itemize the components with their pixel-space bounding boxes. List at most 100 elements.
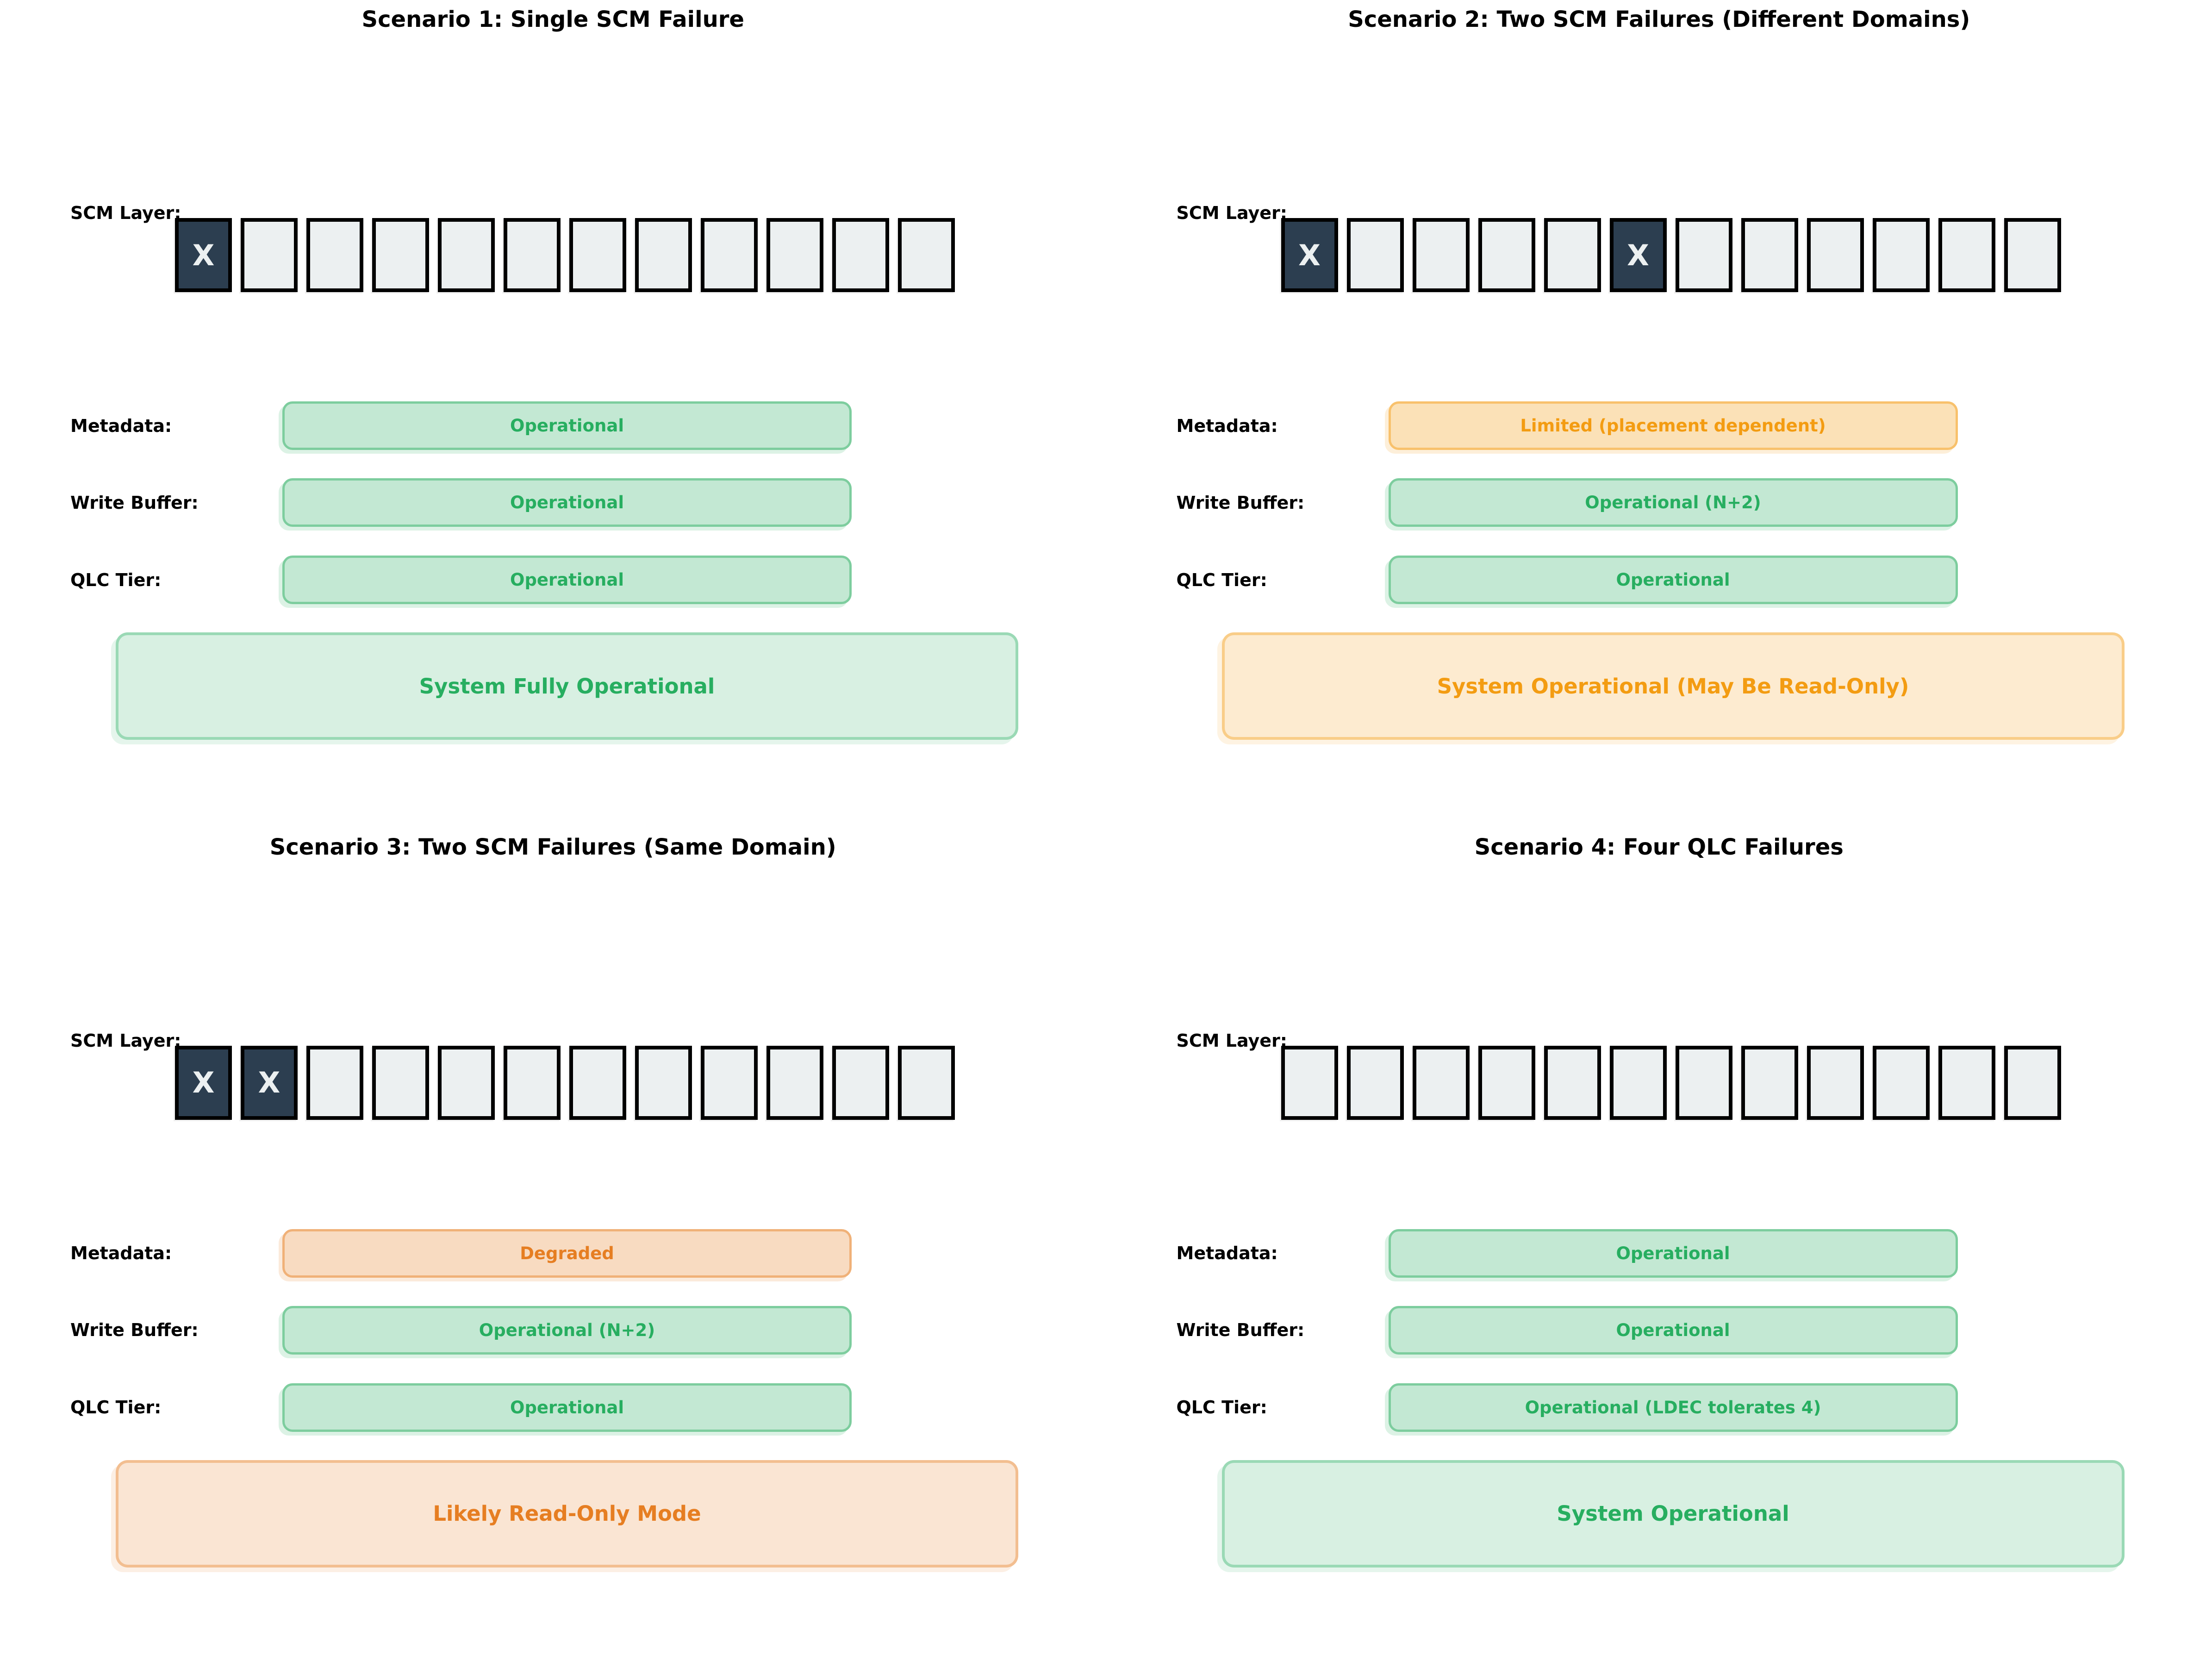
qlc-tier-row: QLC Tier: Operational: [1106, 556, 2212, 604]
metadata-label: Metadata:: [70, 415, 172, 436]
metadata-row: Metadata: Degraded: [0, 1229, 1106, 1278]
scm-device-failed-box: X: [1281, 218, 1338, 292]
write-buffer-label: Write Buffer:: [1176, 1320, 1305, 1340]
scm-device-box: [306, 1045, 363, 1120]
scm-device-box: [569, 1045, 626, 1120]
qlc-tier-status-text: Operational (LDEC tolerates 4): [1525, 1397, 1821, 1418]
scm-device-box: [1544, 218, 1601, 292]
qlc-tier-label: QLC Tier:: [70, 1397, 162, 1418]
scm-device-box: [372, 218, 429, 292]
scm-device-box: [1478, 218, 1535, 292]
system-summary-text: Likely Read-Only Mode: [433, 1501, 701, 1526]
scm-device-box: [701, 1045, 758, 1120]
qlc-tier-status-text: Operational: [510, 570, 624, 590]
metadata-label: Metadata:: [1176, 415, 1278, 436]
scm-device-box: [372, 1045, 429, 1120]
scm-device-failed-box: X: [175, 218, 232, 292]
scenario-2-title: Scenario 2: Two SCM Failures (Different …: [1348, 6, 1970, 32]
metadata-status-text: Limited (placement dependent): [1520, 416, 1826, 436]
scm-device-box: [832, 218, 889, 292]
scm-device-box: [241, 218, 298, 292]
scm-device-box: [306, 218, 363, 292]
system-summary-box: System Fully Operational: [116, 632, 1018, 740]
scenario-4-title: Scenario 4: Four QLC Failures: [1474, 834, 1844, 860]
scm-device-box: [2004, 1045, 2061, 1120]
scm-device-box: [766, 1045, 823, 1120]
scenario-1-title: Scenario 1: Single SCM Failure: [361, 6, 744, 32]
system-summary-box: Likely Read-Only Mode: [116, 1460, 1018, 1568]
system-summary-text: System Operational: [1557, 1501, 1789, 1526]
write-buffer-status-box: Operational (N+2): [282, 1305, 852, 1355]
scm-device-box: [1609, 1045, 1667, 1120]
write-buffer-row: Write Buffer: Operational: [1106, 1305, 2212, 1355]
scm-device-box: [898, 218, 955, 292]
scm-device-box: [701, 218, 758, 292]
write-buffer-status-text: Operational: [510, 493, 624, 512]
scm-device-box: [1807, 218, 1864, 292]
system-summary-box: System Operational: [1221, 1460, 2125, 1568]
qlc-tier-row: QLC Tier: Operational: [0, 1383, 1106, 1432]
write-buffer-label: Write Buffer:: [70, 1320, 199, 1340]
scm-device-box: [832, 1045, 889, 1120]
scm-device-box: [635, 218, 692, 292]
scm-device-box: [1872, 1045, 1930, 1120]
write-buffer-label: Write Buffer:: [1176, 492, 1305, 513]
scm-device-box: [766, 218, 823, 292]
qlc-tier-row: QLC Tier: Operational: [0, 556, 1106, 604]
qlc-tier-status-box: Operational (LDEC tolerates 4): [1388, 1383, 1958, 1432]
scm-device-box: [1938, 1045, 1995, 1120]
scm-device-box: [1741, 1045, 1798, 1120]
scm-device-box: [1938, 218, 1995, 292]
scm-device-box: [898, 1045, 955, 1120]
write-buffer-label: Write Buffer:: [70, 492, 199, 513]
metadata-status-text: Degraded: [520, 1243, 614, 1263]
qlc-tier-row: QLC Tier: Operational (LDEC tolerates 4): [1106, 1383, 2212, 1432]
scm-device-box: [438, 1045, 495, 1120]
scm-device-failed-box: X: [175, 1045, 232, 1120]
scm-layer-label: SCM Layer:: [1176, 1030, 1287, 1051]
scm-device-box: [1281, 1045, 1338, 1120]
qlc-tier-status-box: Operational: [1388, 556, 1958, 604]
qlc-tier-status-box: Operational: [282, 1383, 852, 1432]
scenario-2-panel: Scenario 2: Two SCM Failures (Different …: [1106, 0, 2212, 828]
scm-layer-label: SCM Layer:: [70, 203, 181, 223]
scm-device-box: [504, 1045, 561, 1120]
metadata-status-text: Operational: [1616, 1243, 1730, 1263]
qlc-tier-status-box: Operational: [282, 556, 852, 604]
metadata-status-box: Limited (placement dependent): [1388, 401, 1958, 450]
metadata-status-text: Operational: [510, 416, 624, 436]
scm-device-box: [1807, 1045, 1864, 1120]
metadata-row: Metadata: Operational: [0, 401, 1106, 450]
scm-device-box: [1741, 218, 1798, 292]
qlc-tier-status-text: Operational: [1616, 570, 1730, 590]
scm-device-box: [438, 218, 495, 292]
write-buffer-status-text: Operational (N+2): [479, 1320, 655, 1340]
qlc-tier-status-text: Operational: [510, 1397, 624, 1418]
scm-box-row: [1281, 1045, 2061, 1120]
scenario-4-panel: Scenario 4: Four QLC Failures SCM Layer:…: [1106, 828, 2212, 1655]
scm-device-box: [1872, 218, 1930, 292]
scm-layer-label: SCM Layer:: [70, 1030, 181, 1051]
metadata-label: Metadata:: [1176, 1243, 1278, 1263]
scm-device-box: [1478, 1045, 1535, 1120]
scm-device-box: [569, 218, 626, 292]
scm-device-box: [504, 218, 561, 292]
scenario-1-panel: Scenario 1: Single SCM Failure SCM Layer…: [0, 0, 1106, 828]
system-summary-text: System Operational (May Be Read-Only): [1437, 674, 1909, 699]
system-summary-box: System Operational (May Be Read-Only): [1221, 632, 2125, 740]
scm-box-row: X: [175, 218, 955, 292]
write-buffer-row: Write Buffer: Operational (N+2): [1106, 478, 2212, 527]
scm-device-box: [1675, 218, 1732, 292]
scm-device-failed-box: X: [1609, 218, 1667, 292]
scm-device-box: [1346, 218, 1404, 292]
scm-layer-label: SCM Layer:: [1176, 203, 1287, 223]
metadata-row: Metadata: Operational: [1106, 1229, 2212, 1278]
metadata-row: Metadata: Limited (placement dependent): [1106, 401, 2212, 450]
scm-device-box: [1544, 1045, 1601, 1120]
write-buffer-status-box: Operational: [282, 478, 852, 527]
metadata-status-box: Degraded: [282, 1229, 852, 1278]
scm-device-box: [1675, 1045, 1732, 1120]
